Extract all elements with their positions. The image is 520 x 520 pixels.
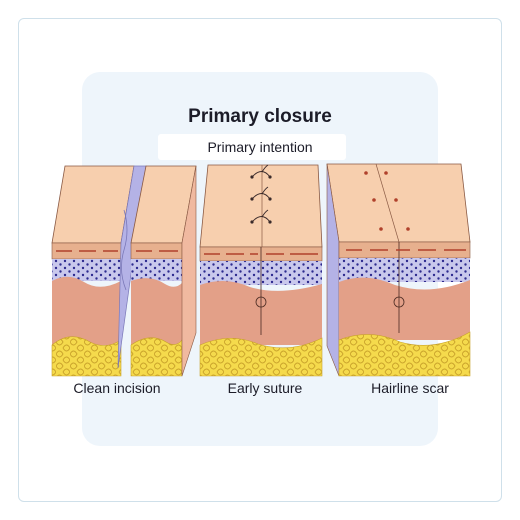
caption-clean-incision: Clean incision — [73, 380, 161, 396]
diagram-title: Primary closure — [188, 106, 332, 127]
caption-early-suture: Early suture — [227, 380, 303, 396]
stage-early-suture — [199, 164, 323, 377]
subtitle-box — [158, 134, 346, 160]
suture-block-top — [199, 164, 323, 248]
scar-dots — [364, 171, 410, 231]
stitch-marks — [251, 164, 271, 223]
left-dermis — [52, 276, 121, 345]
scar-fat — [338, 331, 471, 377]
suture-fat — [199, 337, 323, 377]
right-dermis — [131, 278, 182, 345]
left-block-top — [51, 165, 135, 244]
diagram-subtitle: Primary intention — [207, 139, 313, 155]
stage-clean-incision — [51, 165, 197, 377]
scar-dermis — [339, 277, 470, 340]
stage-hairline-scar — [326, 163, 471, 377]
scar-block-top — [326, 163, 471, 243]
right-side-face — [181, 165, 197, 377]
left-dermis-dots — [52, 259, 121, 281]
caption-hairline-scar: Hairline scar — [371, 380, 449, 396]
right-dermis-dots — [131, 259, 182, 281]
